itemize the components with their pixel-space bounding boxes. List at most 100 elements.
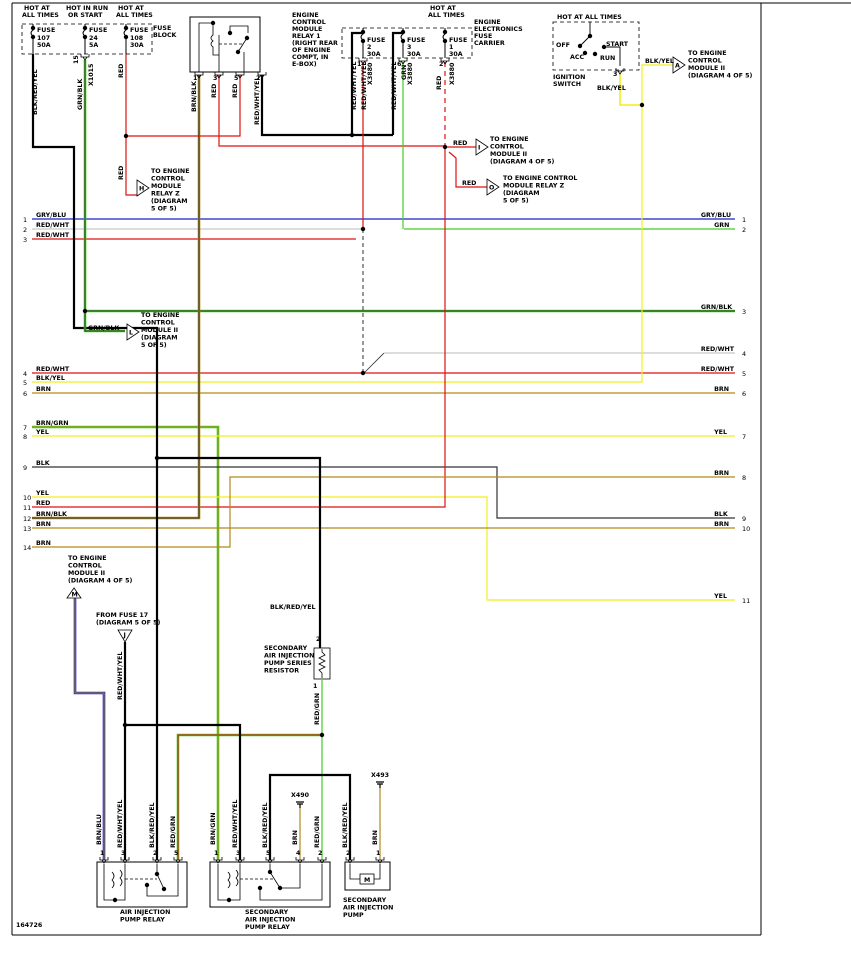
left-bus-number: 13 (23, 525, 31, 533)
pin-number: 3 (236, 850, 240, 857)
junction-dot (82, 308, 88, 314)
wire-blk-red-yel-resistor (157, 456, 322, 648)
junction-dot (112, 897, 118, 903)
junction-dot (123, 133, 129, 139)
connector-m-text: TO ENGINE (68, 555, 107, 562)
right-bus-label: BRN (714, 521, 729, 528)
junction-dot (319, 732, 325, 738)
connector-l-text: 5 OF 5) (141, 342, 167, 349)
junction-dot (582, 50, 588, 56)
ignition-switch-contacts (579, 22, 621, 66)
wire-label: RED/WHT/YEL (232, 800, 239, 848)
connector-i-letter: I (478, 145, 480, 152)
wire-label: RED/WHT/YEL (351, 62, 358, 110)
right-bus-number: 3 (742, 308, 746, 316)
fuse-amp: 5A (89, 42, 98, 49)
ignition-position-run: RUN (600, 55, 615, 62)
fuse-number: 108 (130, 35, 143, 42)
ground-x493 (376, 781, 384, 788)
fuse-terminal (30, 25, 36, 31)
ground-x490-label: X490 (291, 792, 310, 799)
pin-number: 1 (357, 61, 361, 68)
relay-1-pin (235, 72, 245, 79)
relay-pin (295, 857, 305, 864)
right-bus-number: 4 (742, 350, 746, 358)
motor-symbol (359, 873, 375, 885)
fuse-terminal (400, 38, 406, 44)
hot-label: ALL TIMES (116, 12, 153, 19)
left-bus-number: 8 (23, 433, 27, 441)
connector-h-text: 5 OF 5) (151, 206, 177, 213)
wire-label: RED/WHT/YEL (117, 652, 124, 700)
junction-dot (639, 102, 645, 108)
left-bus-number: 2 (23, 226, 27, 234)
ecm-relay-1-label: CONTROL (292, 19, 326, 26)
hot-label: HOT AT (430, 5, 456, 12)
wire-label: BRN/GRN (210, 812, 217, 845)
fuse-name: FUSE (89, 27, 107, 34)
connector-i (475, 138, 489, 156)
bus-wire-9-blk (32, 466, 735, 519)
left-bus-label: RED/WHT (36, 232, 70, 239)
right-bus-number: 8 (742, 474, 746, 482)
right-bus-number: 11 (742, 597, 750, 605)
hot-label: ALL TIMES (428, 12, 465, 19)
wire-label: GRN (401, 65, 408, 80)
right-bus-label: YEL (713, 429, 727, 436)
left-bus-label: BRN/BLK (36, 511, 68, 518)
wire-label: RED (436, 76, 443, 90)
junction-dot (257, 885, 263, 891)
left-bus-label: BLK/YEL (36, 375, 65, 382)
fuse-block-box (21, 23, 153, 55)
left-bus-label: BLK (36, 460, 51, 467)
fuse-amp: 50A (37, 42, 51, 49)
left-bus-label: YEL (35, 429, 49, 436)
fuse-number: 3 (407, 44, 411, 51)
right-bus-label: RED/WHT (701, 366, 735, 373)
connector-l-text: MODULE II (141, 327, 178, 334)
wire-label: BLK/RED/YEL (262, 802, 269, 848)
wire-label: RED/WHT/YEL (391, 62, 398, 110)
fuse-terminal (30, 34, 36, 40)
connector-l-text: CONTROL (141, 320, 175, 327)
junction-dot (360, 226, 366, 232)
junction-dot (161, 886, 167, 892)
fuse-amp: 30A (130, 42, 144, 49)
wire-red-108 (125, 54, 137, 196)
right-bus-label: GRY/BLU (701, 212, 731, 219)
wire-red-relay3 (218, 75, 445, 147)
left-bus-number: 14 (23, 544, 31, 552)
ignition-switch-box (552, 21, 640, 71)
left-bus-number: 10 (23, 494, 31, 502)
wire-label: BRN (372, 830, 379, 845)
diagram-id: 164726 (16, 922, 43, 929)
junction-dot (349, 132, 355, 138)
connector-h-text: CONTROL (151, 176, 185, 183)
wire-label: RED (118, 64, 125, 78)
right-bus-label: RED/WHT (701, 346, 735, 353)
ignition-pin (615, 68, 625, 75)
junction-dot (442, 144, 448, 150)
connector-a-text: CONTROL (688, 58, 722, 65)
resistor-symbol (318, 649, 326, 678)
connector-h-letter: H (139, 186, 144, 193)
connector-h-text: MODULE (151, 183, 181, 190)
left-bus-number: 1 (23, 216, 27, 224)
ecm-relay-1-label: COMPT, IN (292, 54, 328, 61)
fuse-terminal (82, 34, 88, 40)
fuse-carrier-pin (440, 58, 450, 65)
pin-number: 4 (296, 850, 301, 857)
right-bus-number: 1 (742, 216, 746, 224)
wire-label: RED/GRN (314, 816, 321, 848)
secondary-air-injection-pump-label: PUMP (343, 912, 364, 919)
relay-pin (235, 857, 245, 864)
ignition-position-start: START (606, 41, 629, 48)
pin-number: 2 (318, 850, 322, 857)
wire-label: RED (211, 84, 218, 98)
junction-dot (267, 869, 273, 875)
connector-l-text: (DIAGRAM (141, 335, 177, 342)
pin-number: 1 (376, 850, 380, 857)
junction-dot (360, 370, 366, 376)
junction-dot (226, 897, 232, 903)
bus-wire-12-brn-blk-stripe (32, 75, 200, 519)
